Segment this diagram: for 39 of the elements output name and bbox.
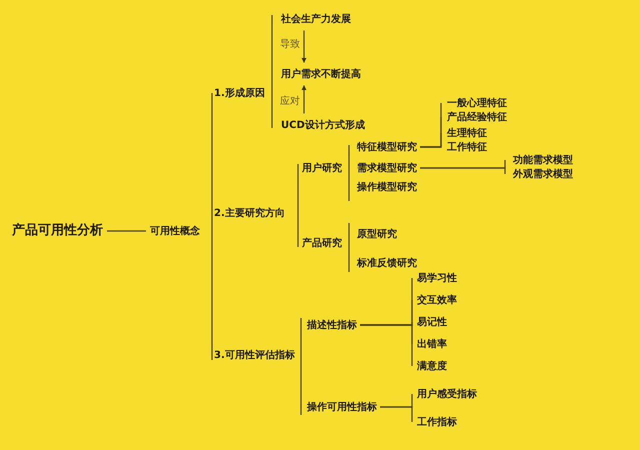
subtopic: 交互效率 — [412, 294, 457, 306]
connector-line — [380, 406, 413, 422]
connector-line — [420, 167, 506, 174]
branch-topic: 1.形成原因 — [212, 86, 265, 100]
connector-line — [360, 324, 413, 366]
subtopic: 用户感受指标 — [412, 388, 477, 400]
subtopic: 操作可用性指标 — [301, 400, 377, 414]
subtopic: 出错率 — [412, 338, 447, 350]
subtopic: 功能需求模型 — [505, 154, 573, 166]
subtopic: 易记性 — [412, 316, 447, 328]
subtopic: 可用性概念 — [150, 224, 200, 238]
arrow — [302, 85, 306, 114]
connector-line — [420, 146, 442, 148]
subtopic: UCD设计方式形成 — [272, 118, 365, 132]
subtopic: 描述性指标 — [301, 318, 357, 332]
subtopic: 满意度 — [412, 360, 447, 372]
arrow — [302, 30, 306, 63]
subtopic: 产品经验特征 — [441, 110, 507, 124]
subtopic: 工作指标 — [412, 416, 457, 428]
branch-topic: 3.可用性评估指标 — [212, 348, 295, 362]
subtopic: 产品研究 — [298, 236, 342, 250]
subtopic: 外观需求模型 — [505, 168, 573, 180]
edge-label: 导致 — [280, 39, 300, 51]
subtopic: 用户需求不断提高 — [272, 68, 361, 80]
edge-label: 应对 — [280, 96, 300, 108]
subtopic: 工作特征 — [441, 140, 487, 154]
subtopic: 易学习性 — [412, 272, 457, 284]
subtopic: 一般心理特征 — [441, 96, 507, 110]
subtopic: 生理特征 — [441, 126, 487, 140]
subtopic: 标准反馈研究 — [349, 256, 417, 270]
connector-line — [107, 230, 146, 232]
subtopic: 操作模型研究 — [349, 180, 417, 194]
subtopic: 社会生产力发展 — [272, 12, 351, 26]
branch-topic: 2.主要研究方向 — [212, 206, 285, 220]
subtopic: 原型研究 — [349, 228, 397, 240]
subtopic: 用户研究 — [298, 162, 342, 174]
subtopic: 特征模型研究 — [349, 140, 417, 154]
central-topic: 产品可用性分析 — [12, 223, 103, 239]
subtopic: 需求模型研究 — [349, 162, 417, 174]
